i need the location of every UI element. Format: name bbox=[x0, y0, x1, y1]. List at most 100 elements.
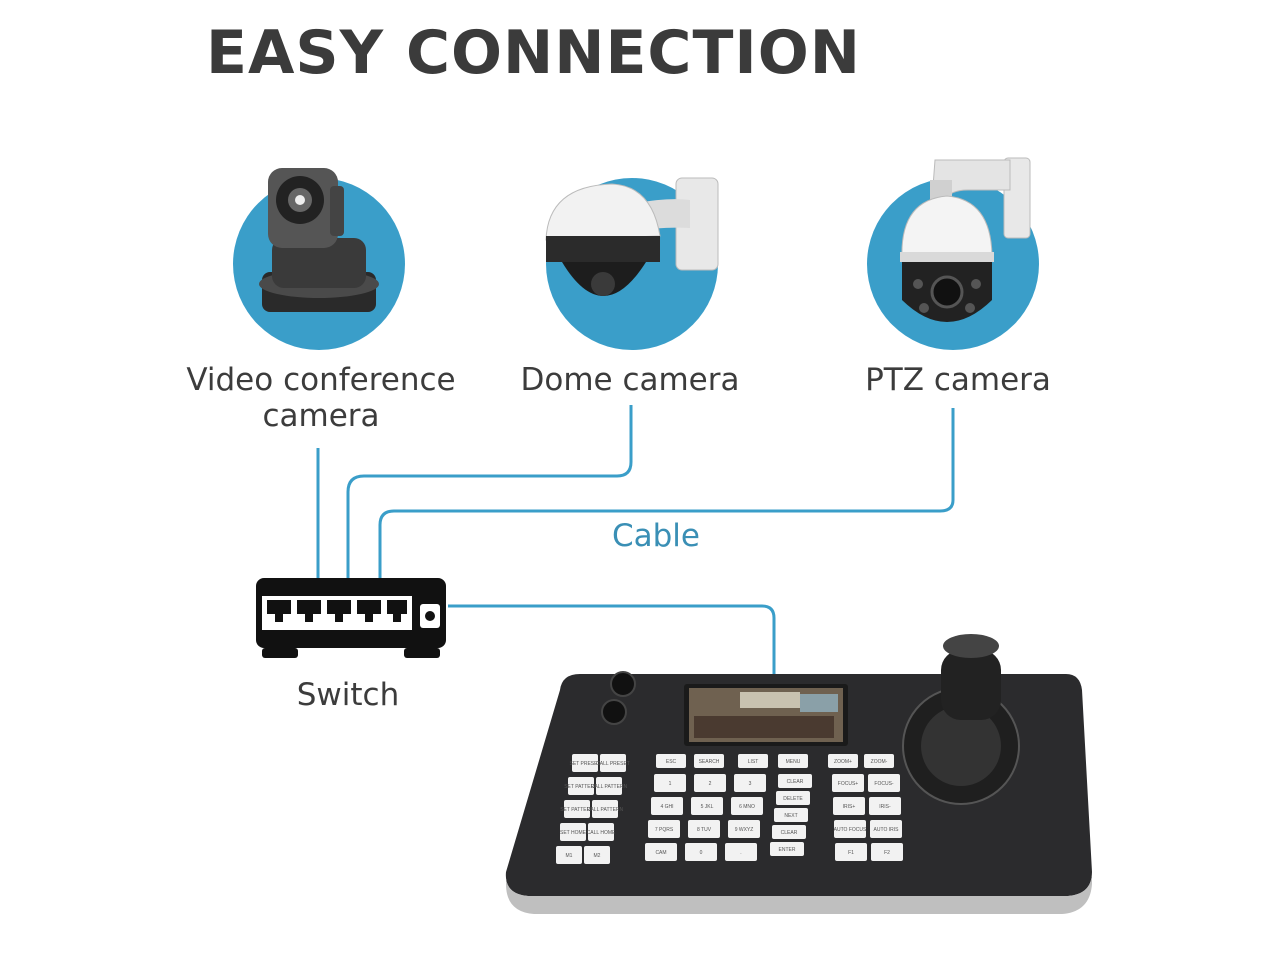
svg-text:CALL PRESET: CALL PRESET bbox=[596, 761, 630, 767]
video-conference-label-line2: camera bbox=[262, 398, 380, 434]
dome-camera-label: Dome camera bbox=[520, 362, 740, 398]
key-num-8: 9 WXYZ bbox=[728, 820, 760, 838]
key-right-4: AUTO FOCUS bbox=[834, 820, 867, 838]
zoom-knobs bbox=[601, 671, 636, 725]
svg-text:FOCUS+: FOCUS+ bbox=[838, 781, 859, 787]
key-func-3: CLEAR bbox=[772, 825, 806, 839]
svg-text:ZOOM-: ZOOM- bbox=[871, 759, 888, 765]
svg-text:8 TUV: 8 TUV bbox=[697, 827, 712, 833]
key-top-4: ZOOM+ bbox=[828, 754, 858, 768]
svg-text:F1: F1 bbox=[848, 850, 854, 856]
key-num-3: 4 GHI bbox=[651, 797, 683, 815]
cable-switch-keyboard bbox=[448, 604, 776, 680]
key-num-4: 5 JKL bbox=[691, 797, 723, 815]
svg-text:NEXT: NEXT bbox=[784, 813, 797, 819]
svg-text:ENTER: ENTER bbox=[779, 847, 796, 853]
key-num-10: 0 bbox=[685, 843, 717, 861]
key-num-11: . bbox=[725, 843, 757, 861]
network-switch bbox=[256, 578, 446, 658]
svg-text:2: 2 bbox=[709, 781, 712, 787]
key-top-0: ESC bbox=[656, 754, 686, 768]
svg-text:0: 0 bbox=[700, 850, 703, 856]
key-top-5: ZOOM- bbox=[864, 754, 894, 768]
key-right-6: F1 bbox=[835, 843, 867, 861]
key-num-5: 6 MNO bbox=[731, 797, 763, 815]
svg-text:CALL PATTERN: CALL PATTERN bbox=[587, 807, 624, 813]
video-conference-label: Video conference camera bbox=[176, 362, 466, 434]
svg-text:M1: M1 bbox=[566, 853, 573, 859]
svg-text:CALL PATTERN: CALL PATTERN bbox=[591, 784, 628, 790]
key-num-2: 3 bbox=[734, 774, 766, 792]
svg-text:SET HOME: SET HOME bbox=[560, 830, 587, 836]
key-top-2: LIST bbox=[738, 754, 768, 768]
key-num-0: 1 bbox=[654, 774, 686, 792]
key-left-4: SET PATTERN bbox=[560, 800, 594, 818]
svg-text:SET PATTERN: SET PATTERN bbox=[564, 784, 598, 790]
svg-text:IRIS+: IRIS+ bbox=[843, 804, 856, 810]
key-top-1: SEARCH bbox=[694, 754, 724, 768]
key-left-7: CALL HOME bbox=[587, 823, 616, 841]
svg-text:MENU: MENU bbox=[786, 759, 801, 765]
key-left-0: SET PRESET bbox=[569, 754, 601, 772]
svg-text:3: 3 bbox=[749, 781, 752, 787]
key-right-7: F2 bbox=[871, 843, 903, 861]
page-title: EASY CONNECTION bbox=[206, 18, 861, 88]
svg-text:ESC: ESC bbox=[666, 759, 677, 765]
cable-label: Cable bbox=[611, 518, 700, 554]
svg-text:1: 1 bbox=[669, 781, 672, 787]
svg-text:DELETE: DELETE bbox=[783, 796, 803, 802]
key-left-5: CALL PATTERN bbox=[587, 800, 624, 818]
key-right-0: FOCUS+ bbox=[832, 774, 864, 792]
svg-text:5 JKL: 5 JKL bbox=[701, 804, 714, 810]
key-func-1: DELETE bbox=[776, 791, 810, 805]
svg-text:SEARCH: SEARCH bbox=[699, 759, 720, 765]
key-right-5: AUTO IRIS bbox=[870, 820, 902, 838]
key-left-6: SET HOME bbox=[560, 823, 587, 841]
cable-lines bbox=[316, 405, 955, 680]
svg-text:AUTO IRIS: AUTO IRIS bbox=[874, 827, 900, 833]
svg-text:IRIS-: IRIS- bbox=[879, 804, 891, 810]
key-num-6: 7 PQRS bbox=[648, 820, 680, 838]
key-func-2: NEXT bbox=[774, 808, 808, 822]
svg-text:7 PQRS: 7 PQRS bbox=[655, 827, 674, 833]
svg-text:LIST: LIST bbox=[748, 759, 759, 765]
svg-text:SET PRESET: SET PRESET bbox=[569, 761, 600, 767]
svg-text:CALL HOME: CALL HOME bbox=[587, 830, 616, 836]
svg-text:F2: F2 bbox=[884, 850, 890, 856]
key-num-1: 2 bbox=[694, 774, 726, 792]
key-left-3: CALL PATTERN bbox=[591, 777, 628, 795]
key-left-9: M2 bbox=[584, 846, 610, 864]
cable-dome bbox=[346, 405, 633, 578]
svg-text:FOCUS-: FOCUS- bbox=[874, 781, 894, 787]
key-left-8: M1 bbox=[556, 846, 582, 864]
svg-text:M2: M2 bbox=[594, 853, 601, 859]
key-num-9: CAM bbox=[645, 843, 677, 861]
ptz-camera bbox=[867, 157, 1039, 350]
svg-text:ZOOM+: ZOOM+ bbox=[834, 759, 852, 765]
svg-text:CLEAR: CLEAR bbox=[787, 779, 804, 785]
svg-text:AUTO FOCUS: AUTO FOCUS bbox=[834, 827, 867, 833]
key-num-7: 8 TUV bbox=[688, 820, 720, 838]
key-func-0: CLEAR bbox=[778, 774, 812, 788]
key-right-2: IRIS+ bbox=[833, 797, 865, 815]
switch-label: Switch bbox=[296, 677, 400, 713]
key-top-3: MENU bbox=[778, 754, 808, 768]
svg-text:9 WXYZ: 9 WXYZ bbox=[735, 827, 754, 833]
key-left-2: SET PATTERN bbox=[564, 777, 598, 795]
key-func-4: ENTER bbox=[770, 842, 804, 856]
dome-camera bbox=[545, 177, 719, 350]
video-conference-label-line1: Video conference bbox=[186, 362, 456, 398]
svg-text:CAM: CAM bbox=[655, 850, 666, 856]
joystick bbox=[902, 634, 1020, 805]
key-right-3: IRIS- bbox=[869, 797, 901, 815]
key-left-1: CALL PRESET bbox=[596, 754, 630, 772]
svg-text:SET PATTERN: SET PATTERN bbox=[560, 807, 594, 813]
ptz-camera-label: PTZ camera bbox=[865, 362, 1051, 398]
cable-ptz bbox=[378, 408, 955, 578]
svg-text:4 GHI: 4 GHI bbox=[660, 804, 673, 810]
svg-text:.: . bbox=[740, 850, 741, 856]
svg-text:6 MNO: 6 MNO bbox=[739, 804, 755, 810]
key-right-1: FOCUS- bbox=[868, 774, 900, 792]
